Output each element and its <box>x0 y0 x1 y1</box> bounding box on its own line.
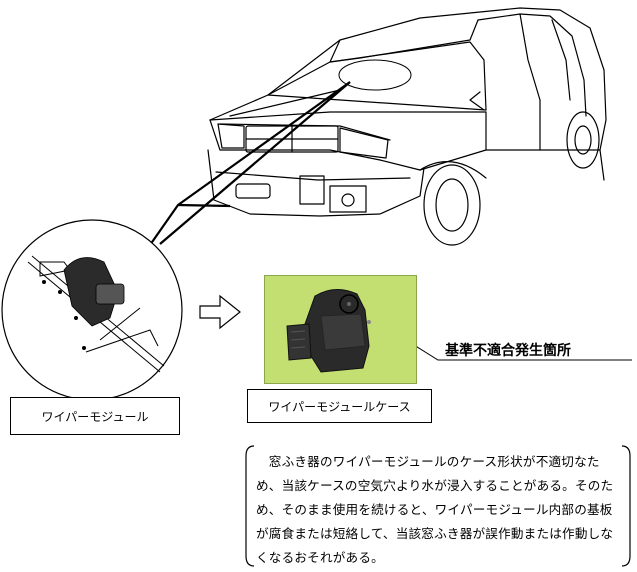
module-label-text: ワイパーモジュール <box>41 409 149 424</box>
module-case-label-text: ワイパーモジュールケース <box>268 399 411 414</box>
notice-brackets <box>245 445 631 567</box>
notice-text: 窓ふき器のワイパーモジュールのケース形状が不適切なため、当該ケースの空気穴より水… <box>256 454 614 565</box>
module-case-illustration <box>286 289 371 373</box>
module-case-label: ワイパーモジュールケース <box>247 389 432 423</box>
defect-notice: 窓ふき器のワイパーモジュールのケース形状が不適切なため、当該ケースの空気穴より水… <box>242 444 634 568</box>
module-label: ワイパーモジュール <box>10 397 180 435</box>
hollow-right-arrow-icon <box>200 296 240 328</box>
defect-location-label: 基準不適合発生箇所 <box>445 343 571 359</box>
module-case-photo <box>264 275 417 384</box>
